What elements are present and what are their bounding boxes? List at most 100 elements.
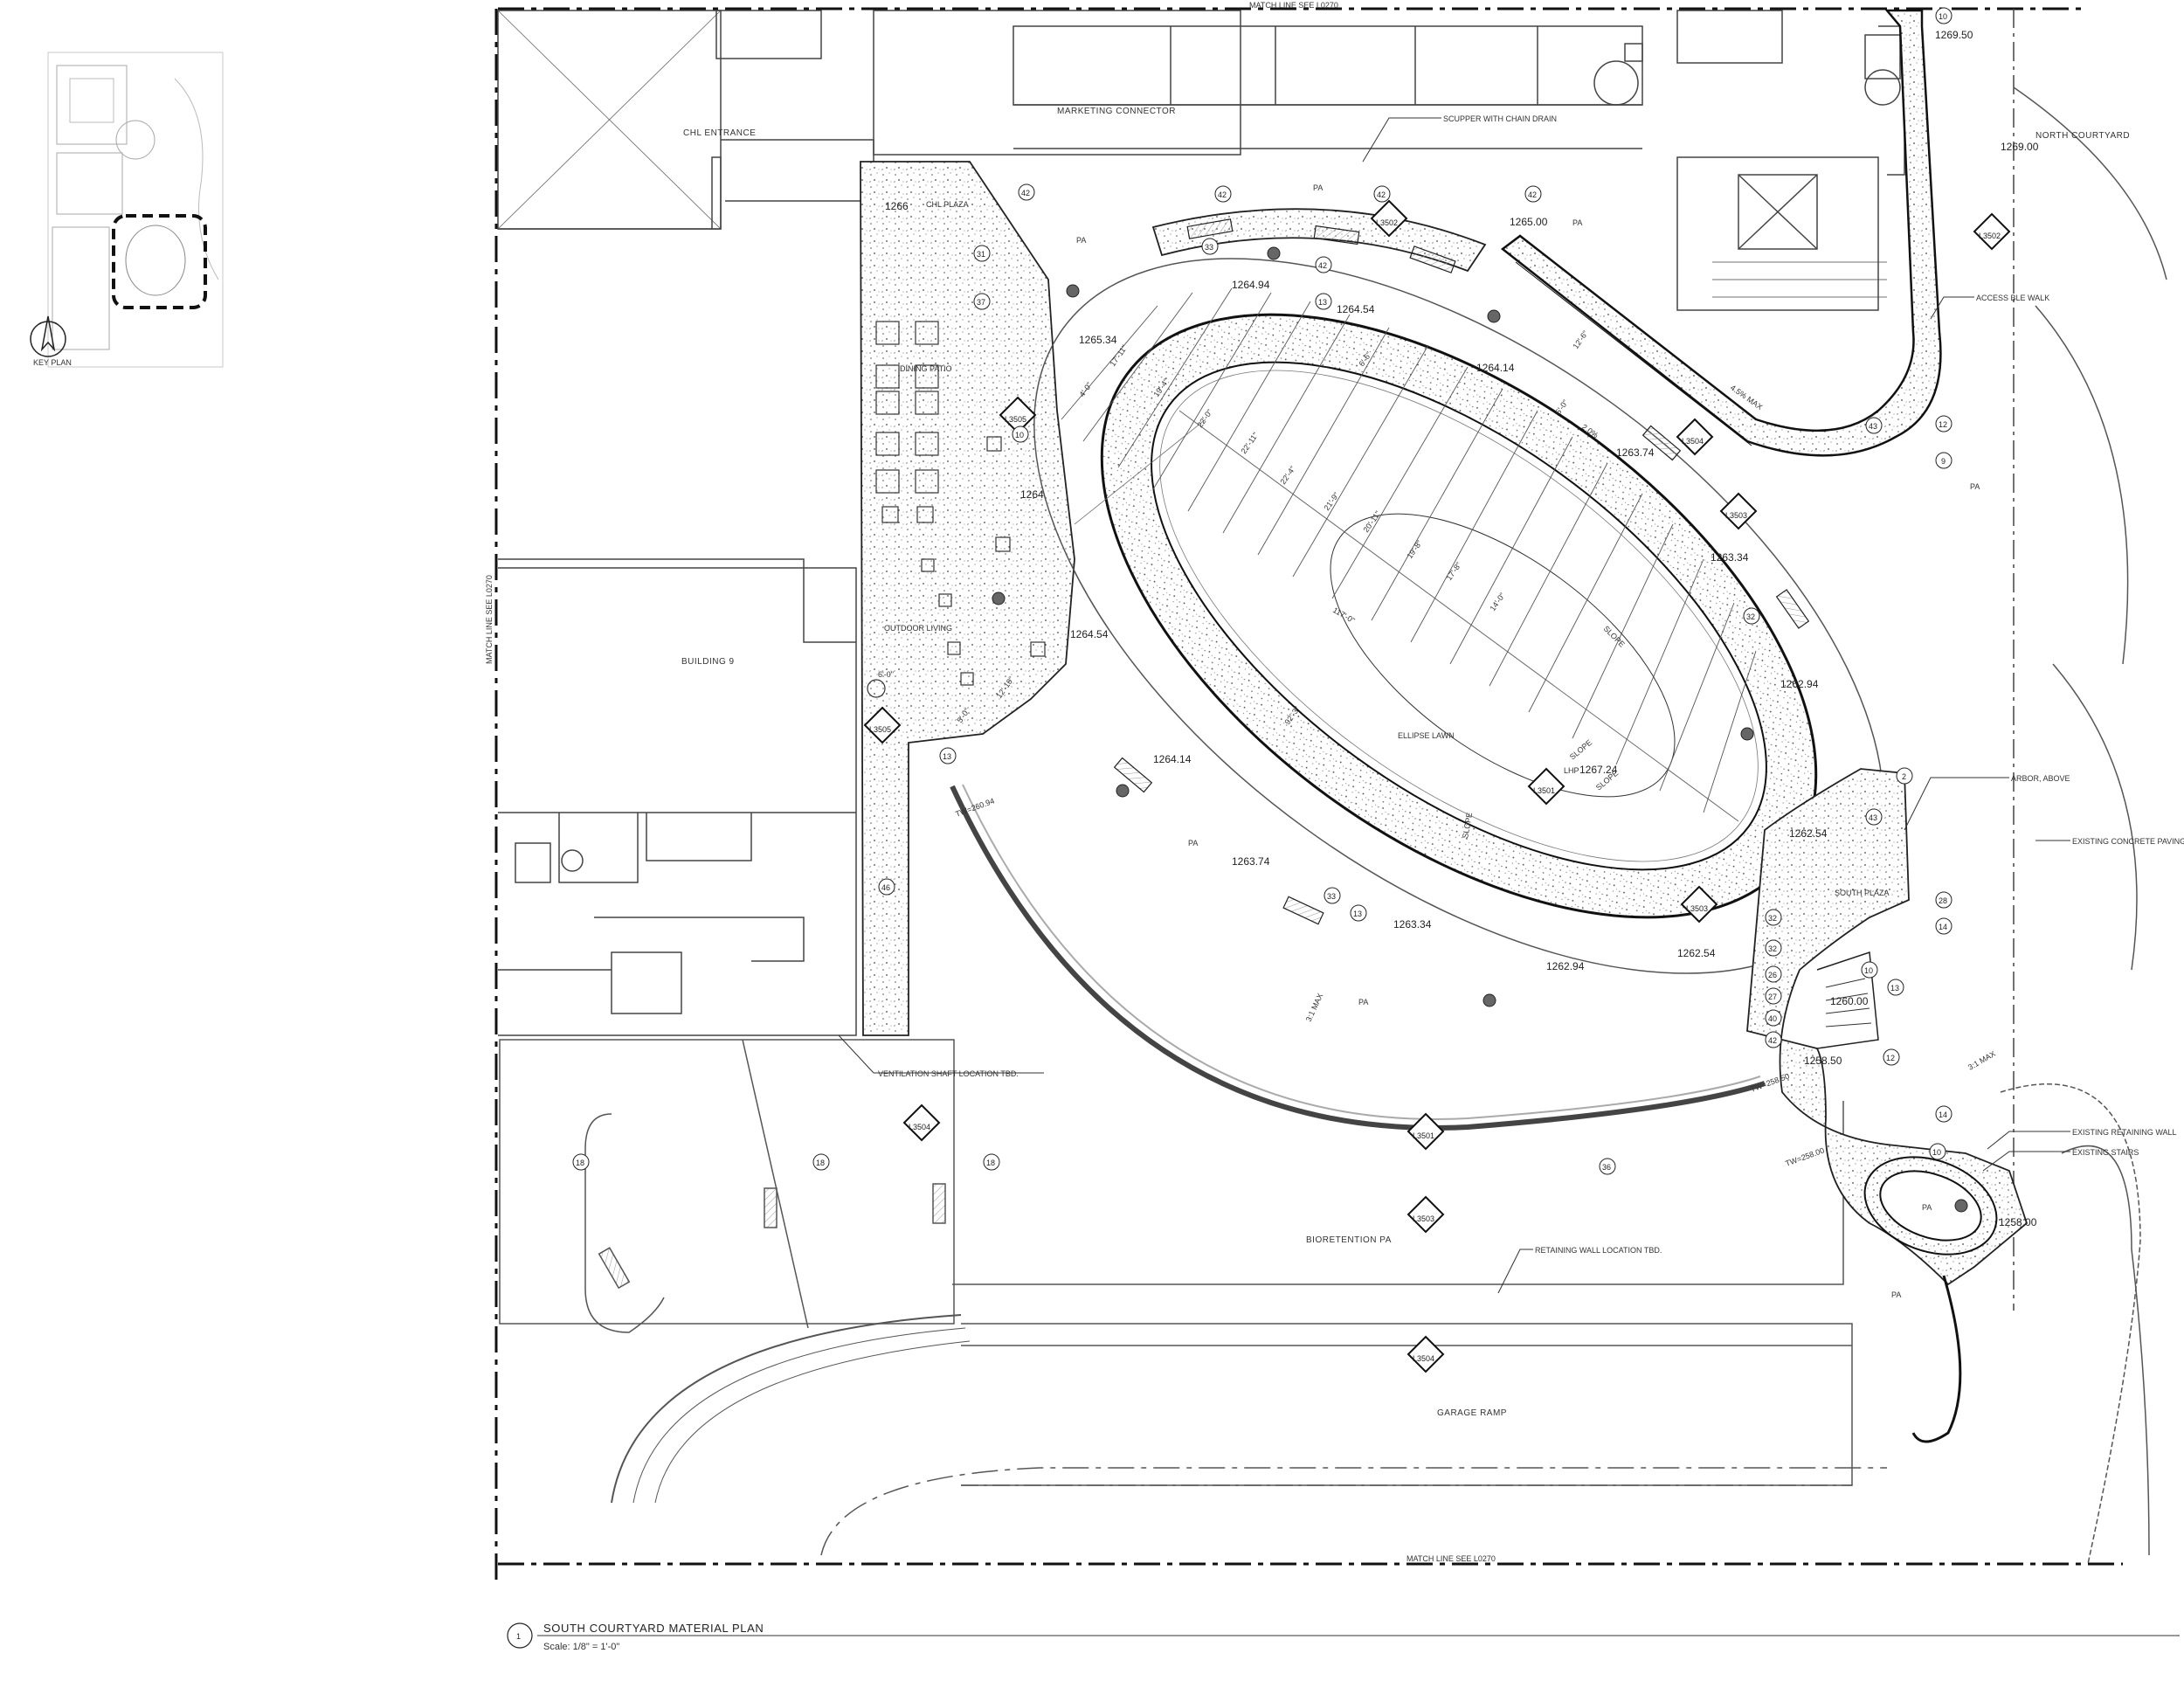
svg-text:L3504: L3504 xyxy=(1682,437,1704,446)
svg-text:32: 32 xyxy=(1768,914,1777,923)
svg-text:42: 42 xyxy=(1528,190,1537,199)
access-walk xyxy=(1500,9,1942,457)
svg-text:L3501: L3501 xyxy=(1413,1131,1434,1140)
svg-text:46: 46 xyxy=(881,883,890,892)
spot-elevations: 1269.50 1269.00 1265.00 1264.94 1264.54 … xyxy=(885,29,2039,1228)
sheet-reference-labels: L3505 L3502 L3504 L3503 L3501 L3503 L350… xyxy=(869,218,2001,1363)
svg-text:3:1 MAX: 3:1 MAX xyxy=(1304,992,1325,1023)
svg-text:13: 13 xyxy=(1353,910,1362,918)
svg-text:EXISTING CONCRETE PAVING: EXISTING CONCRETE PAVING xyxy=(2072,837,2184,846)
svg-text:18: 18 xyxy=(576,1159,584,1167)
svg-text:SOUTH PLAZA: SOUTH PLAZA xyxy=(1835,889,1890,897)
svg-text:33: 33 xyxy=(1205,243,1213,252)
svg-text:RETAINING WALL LOCATION TBD.: RETAINING WALL LOCATION TBD. xyxy=(1535,1246,1662,1255)
svg-text:10: 10 xyxy=(1015,431,1024,439)
svg-text:12'-6": 12'-6" xyxy=(1571,329,1589,351)
detail-number: 1 xyxy=(516,1632,521,1641)
svg-text:1264.14: 1264.14 xyxy=(1153,753,1192,765)
svg-text:ELLIPSE LAWN: ELLIPSE LAWN xyxy=(1398,731,1455,740)
svg-text:4'-0": 4'-0" xyxy=(1077,381,1093,398)
svg-text:L3503: L3503 xyxy=(1686,904,1708,913)
svg-text:L3501: L3501 xyxy=(1533,786,1555,795)
svg-text:14: 14 xyxy=(1939,923,1947,931)
svg-text:PA: PA xyxy=(1970,482,1980,491)
svg-text:SCUPPER WITH CHAIN DRAIN: SCUPPER WITH CHAIN DRAIN xyxy=(1443,114,1557,123)
svg-text:37: 37 xyxy=(977,298,985,307)
upper-arc-walk xyxy=(1151,208,1487,273)
svg-text:43: 43 xyxy=(1869,813,1877,822)
svg-text:L3505: L3505 xyxy=(1005,415,1026,424)
svg-text:1262.94: 1262.94 xyxy=(1546,960,1585,972)
detail-number-bubble xyxy=(507,1622,533,1649)
svg-text:32: 32 xyxy=(1768,944,1777,953)
svg-text:33: 33 xyxy=(1327,892,1336,901)
svg-text:L3503: L3503 xyxy=(1725,511,1747,520)
svg-text:PA: PA xyxy=(1358,998,1368,1007)
svg-text:TW=258.00: TW=258.00 xyxy=(1784,1145,1825,1167)
svg-text:36: 36 xyxy=(1602,1163,1611,1172)
south-plaza xyxy=(1746,768,2028,1443)
svg-text:12: 12 xyxy=(1886,1054,1895,1062)
keynote-bubbles xyxy=(572,7,1952,1175)
svg-text:1264.94: 1264.94 xyxy=(1232,279,1270,291)
svg-text:PA: PA xyxy=(1922,1203,1932,1212)
svg-text:42: 42 xyxy=(1318,261,1327,270)
svg-text:PA: PA xyxy=(1891,1290,1901,1299)
svg-text:1263.74: 1263.74 xyxy=(1232,855,1270,868)
north-arrow-icon xyxy=(30,315,66,357)
svg-text:18: 18 xyxy=(816,1159,825,1167)
drawing-title: SOUTH COURTYARD MATERIAL PLAN xyxy=(543,1622,764,1635)
key-plan-label: KEY PLAN xyxy=(33,358,72,367)
svg-text:10: 10 xyxy=(1939,12,1947,21)
svg-text:1262.94: 1262.94 xyxy=(1780,678,1819,690)
svg-text:PA: PA xyxy=(1076,236,1086,245)
building-outlines xyxy=(497,10,1905,311)
svg-text:BIORETENTION PA: BIORETENTION PA xyxy=(1306,1235,1392,1245)
svg-text:1264: 1264 xyxy=(1020,488,1044,501)
svg-text:GARAGE RAMP: GARAGE RAMP xyxy=(1437,1408,1507,1418)
svg-text:CHL ENTRANCE: CHL ENTRANCE xyxy=(683,128,756,138)
svg-text:L3502: L3502 xyxy=(1376,218,1398,227)
svg-text:BUILDING 9: BUILDING 9 xyxy=(681,657,735,667)
chl-plaza-paving xyxy=(860,161,1075,1036)
retaining-wall-face xyxy=(962,784,1761,1120)
svg-text:DINING PATIO: DINING PATIO xyxy=(900,364,952,373)
svg-text:1264.14: 1264.14 xyxy=(1476,362,1515,374)
retaining-wall xyxy=(950,785,1766,1131)
svg-text:1269.50: 1269.50 xyxy=(1935,29,1973,41)
key-plan-highlight xyxy=(112,214,207,309)
svg-text:CHL PLAZA: CHL PLAZA xyxy=(926,200,969,209)
building-9-outline xyxy=(498,558,857,1036)
svg-text:L3505: L3505 xyxy=(869,725,891,734)
svg-text:6'-0": 6'-0" xyxy=(878,670,894,679)
svg-text:ARBOR, ABOVE: ARBOR, ABOVE xyxy=(2011,774,2070,783)
lower-site xyxy=(499,1039,1887,1556)
match-line-top: MATCH LINE SEE L0270 xyxy=(1249,1,1338,10)
svg-text:10: 10 xyxy=(1864,966,1873,975)
svg-text:9: 9 xyxy=(1941,457,1946,466)
svg-text:VENTILATION SHAFT LOCATION TBD: VENTILATION SHAFT LOCATION TBD. xyxy=(878,1069,1019,1078)
svg-text:1262.54: 1262.54 xyxy=(1789,827,1828,840)
match-lines xyxy=(494,7,2123,1580)
key-plan: KEY PLAN xyxy=(30,52,224,368)
ellipse-lawn-group xyxy=(1033,258,1884,974)
svg-text:OUTDOOR LIVING: OUTDOOR LIVING xyxy=(884,624,952,633)
svg-text:1263.74: 1263.74 xyxy=(1616,446,1655,459)
svg-text:42: 42 xyxy=(1377,190,1386,199)
svg-text:17'-11": 17'-11" xyxy=(1108,343,1129,368)
svg-text:1260.00: 1260.00 xyxy=(1830,995,1869,1007)
svg-text:EXISTING STAIRS: EXISTING STAIRS xyxy=(2072,1148,2139,1157)
benches xyxy=(1113,218,1810,925)
svg-text:PA: PA xyxy=(1188,839,1198,847)
existing-paths xyxy=(2000,86,2167,1565)
svg-text:MARKETING CONNECTOR: MARKETING CONNECTOR xyxy=(1057,107,1176,116)
svg-text:ACCESS BLE WALK: ACCESS BLE WALK xyxy=(1976,294,2049,302)
dining-tables xyxy=(867,321,1046,698)
svg-text:13: 13 xyxy=(1318,298,1327,307)
svg-text:PA: PA xyxy=(1313,183,1323,192)
svg-text:42: 42 xyxy=(1768,1036,1777,1045)
match-line-left: MATCH LINE SEE L0270 xyxy=(485,575,494,664)
svg-text:1265.00: 1265.00 xyxy=(1510,216,1548,228)
svg-text:1262.54: 1262.54 xyxy=(1677,947,1716,959)
svg-text:LHP: LHP xyxy=(1564,766,1579,775)
